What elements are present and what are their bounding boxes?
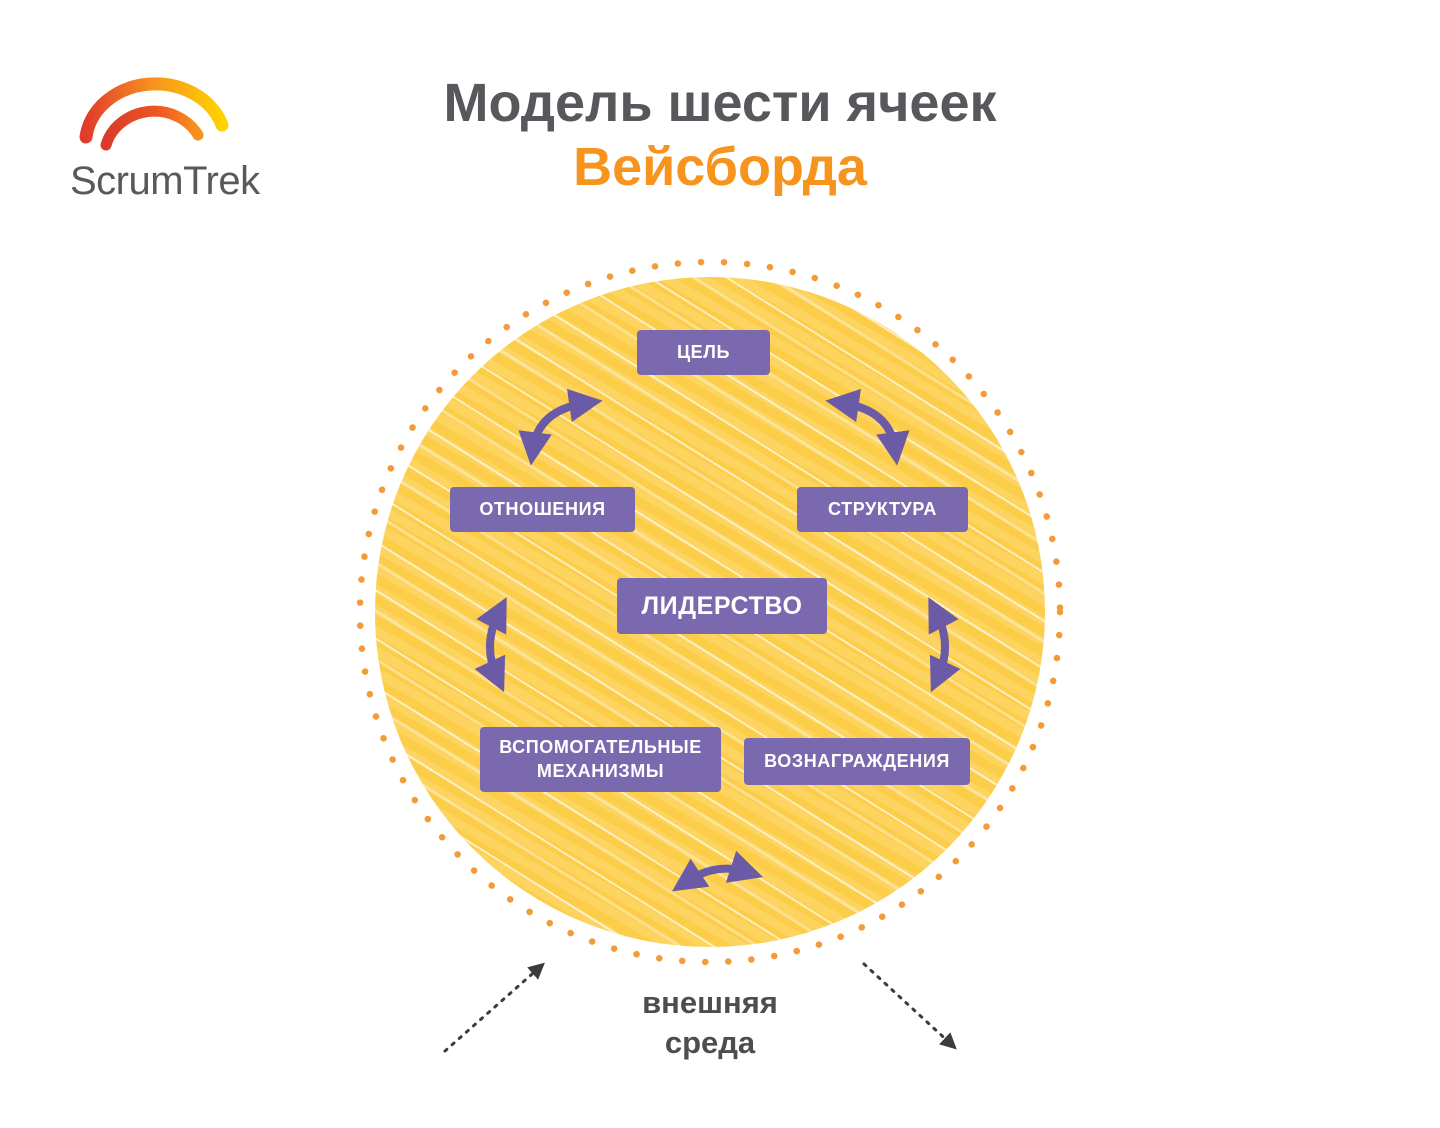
box-helpful-mechanisms: ВСПОМОГАТЕЛЬНЫЕ МЕХАНИЗМЫ (480, 727, 721, 792)
logo-outer-arc (79, 77, 229, 144)
title-line1: Модель шести ячеек (443, 73, 997, 133)
scrumtrek-logo-text: ScrumTrek (70, 159, 260, 203)
box-structure: СТРУКТУРА (797, 487, 968, 532)
external-arrow-in (443, 962, 545, 1053)
box-goal: ЦЕЛЬ (637, 330, 770, 375)
scrumtrek-logo-icon (79, 77, 229, 151)
external-environment-label: внешняя среда (642, 985, 778, 1061)
page-title: Модель шести ячеек Вейсборда (0, 72, 1440, 202)
box-leadership: ЛИДЕРСТВО (617, 578, 827, 634)
title-line2: Вейсборда (573, 137, 867, 198)
logo-inner-arc (100, 105, 204, 151)
scrumtrek-logo: ScrumTrek (70, 45, 270, 204)
box-relationships: ОТНОШЕНИЯ (450, 487, 635, 532)
box-rewards: ВОЗНАГРАЖДЕНИЯ (744, 738, 970, 785)
external-arrow-out (862, 962, 957, 1050)
